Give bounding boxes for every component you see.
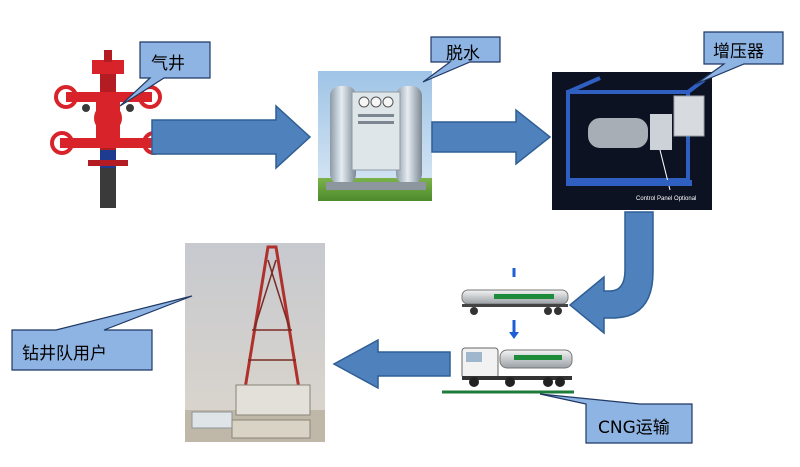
arrow-well-to-dehydration xyxy=(151,104,312,170)
callout-compressor-label: 增压器 xyxy=(713,42,764,62)
callout-gas-well xyxy=(119,41,211,107)
callout-cng-transport xyxy=(539,393,693,444)
arrow-dehydration-to-compressor xyxy=(431,108,552,166)
trailer-truck-image xyxy=(461,268,569,339)
callout-dehydration-label: 脱水 xyxy=(446,44,480,64)
callout-dehydration xyxy=(422,36,501,83)
callout-drilling-user xyxy=(11,295,193,371)
callout-drilling-user-label: 钻井队用户 xyxy=(22,344,107,364)
callout-cng-transport-label: CNG运输 xyxy=(598,418,670,438)
drilling-rig-image xyxy=(185,243,325,442)
compressor-caption: Control Panel Optional xyxy=(636,196,696,202)
callout-gas-well-label: 气井 xyxy=(151,54,185,74)
cng-tanker-truck-image xyxy=(461,347,573,387)
arrow-truck-to-drilling xyxy=(332,338,451,390)
dehydration-image xyxy=(318,71,432,201)
compressor-image xyxy=(552,72,712,210)
callout-compressor xyxy=(695,31,784,85)
arrow-compressor-to-truck xyxy=(568,211,654,335)
